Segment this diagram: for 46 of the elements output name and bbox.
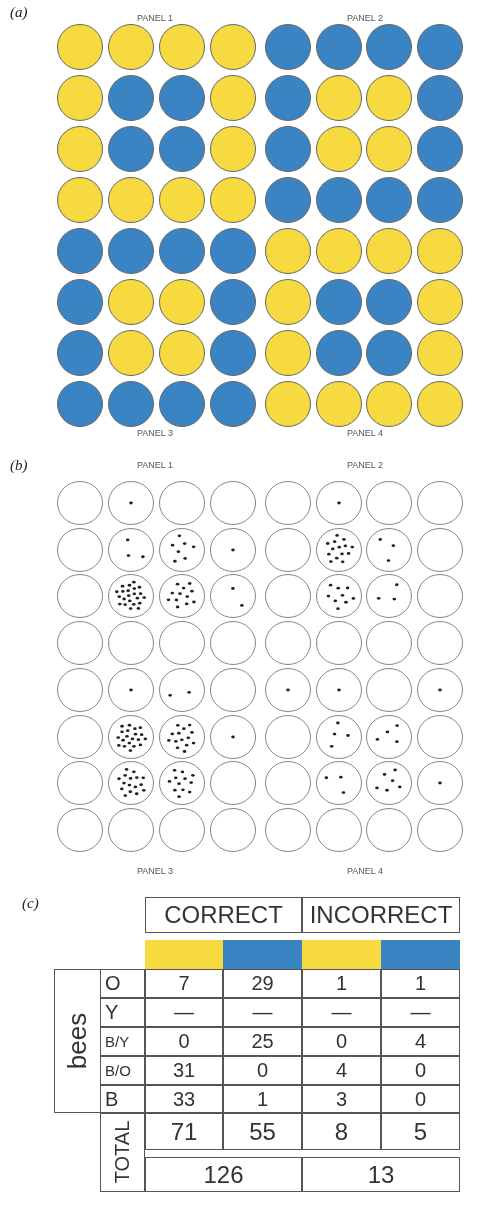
count-value: —	[302, 998, 381, 1027]
panel-title: PANEL 1	[137, 13, 173, 23]
row-header: B/Y	[100, 1027, 145, 1056]
count-value: 25	[223, 1027, 302, 1056]
row-header: Y	[100, 998, 145, 1027]
total-value: 126	[145, 1157, 302, 1192]
count-value: 4	[302, 1056, 381, 1085]
total-value: 13	[302, 1157, 460, 1192]
count-value: 4	[381, 1027, 460, 1056]
count-value: 7	[145, 969, 223, 998]
count-value: —	[223, 998, 302, 1027]
panel-title: PANEL 3	[137, 428, 173, 438]
count-value: 71	[145, 1113, 223, 1150]
column-header: CORRECT	[145, 897, 302, 933]
count-value: —	[145, 998, 223, 1027]
count-value: 8	[302, 1113, 381, 1150]
count-value: —	[381, 998, 460, 1027]
count-value: 1	[302, 969, 381, 998]
panel-title: PANEL 3	[137, 866, 173, 876]
panel-title: PANEL 2	[347, 13, 383, 23]
column-header: INCORRECT	[302, 897, 460, 933]
count-value: 33	[145, 1085, 223, 1113]
count-value: 29	[223, 969, 302, 998]
count-value: 1	[223, 1085, 302, 1113]
panel-title: PANEL 1	[137, 460, 173, 470]
count-value: 0	[145, 1027, 223, 1056]
row-header: B/O	[100, 1056, 145, 1085]
part-label: (a)	[10, 4, 28, 21]
count-value: 31	[145, 1056, 223, 1085]
count-value: 5	[381, 1113, 460, 1150]
row-header: O	[100, 969, 145, 998]
panel-title: PANEL 4	[347, 428, 383, 438]
part-label: (c)	[22, 895, 39, 912]
count-value: 0	[302, 1027, 381, 1056]
count-value: 0	[381, 1056, 460, 1085]
count-value: 55	[223, 1113, 302, 1150]
panel-title: PANEL 2	[347, 460, 383, 470]
count-value: 3	[302, 1085, 381, 1113]
row-group-label: bees	[61, 1012, 93, 1070]
row-header: TOTAL	[110, 1120, 134, 1184]
part-label: (b)	[10, 457, 28, 474]
row-header: B	[100, 1085, 145, 1113]
count-value: 1	[381, 969, 460, 998]
panel-title: PANEL 4	[347, 866, 383, 876]
count-value: 0	[223, 1056, 302, 1085]
count-value: 0	[381, 1085, 460, 1113]
